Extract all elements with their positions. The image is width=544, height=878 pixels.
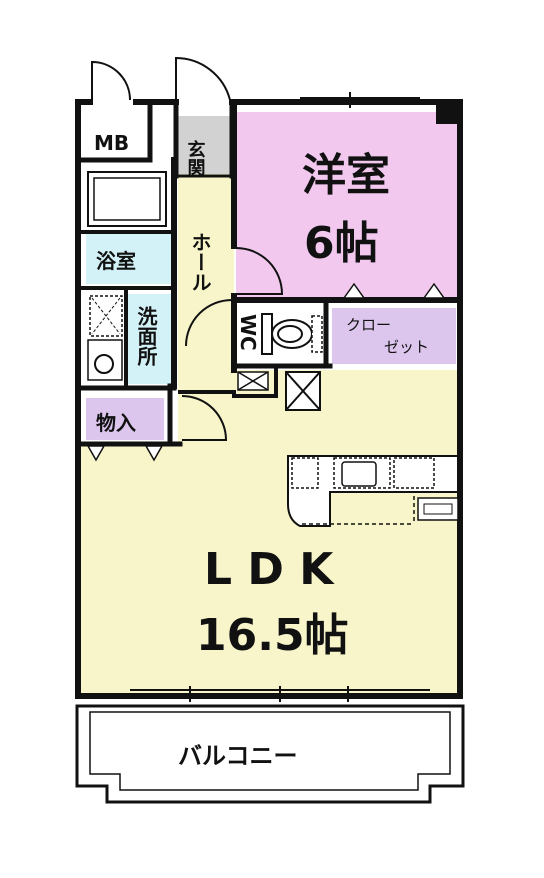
wc-label: WC (236, 314, 260, 351)
hall-label: ホール (188, 232, 212, 292)
bedroom-name-label: 洋室 (302, 150, 390, 201)
door-swings (91, 56, 284, 441)
storage-label: 物入 (96, 411, 136, 435)
wash-basin-icon (87, 339, 123, 381)
closet-label-line-2: ゼット (384, 338, 429, 356)
bathtub-icon (87, 171, 167, 227)
balcony-outline (75, 704, 465, 804)
balcony-inner-line (89, 711, 451, 791)
washroom-area (128, 294, 172, 384)
storage-area (86, 398, 164, 440)
closet-area (332, 308, 456, 364)
bedroom-room (236, 112, 458, 298)
bath-area (86, 234, 172, 284)
closet-door-marks (86, 282, 446, 462)
utility-box-icon (237, 371, 269, 391)
entrance-area (178, 116, 230, 174)
refrigerator-space-icon (285, 371, 321, 411)
kitchen-counter (287, 455, 459, 527)
washer-space-icon (89, 295, 123, 337)
entrance-label: 玄関 (185, 139, 206, 176)
ldk-name-label: L D K (204, 544, 335, 595)
mb-label: MB (94, 131, 129, 155)
windows (130, 92, 430, 702)
toilet-icon (261, 313, 323, 355)
ldk-room (80, 370, 460, 694)
bedroom-size-label: 6帖 (304, 218, 379, 269)
closet-label-line-1: クロー (346, 316, 391, 334)
bath-label: 浴室 (96, 249, 136, 273)
washroom-label: 洗面所 (134, 306, 158, 367)
balcony-label: バルコニー (178, 742, 298, 770)
walls (75, 99, 463, 699)
ldk-size-label: 16.5帖 (196, 610, 349, 661)
